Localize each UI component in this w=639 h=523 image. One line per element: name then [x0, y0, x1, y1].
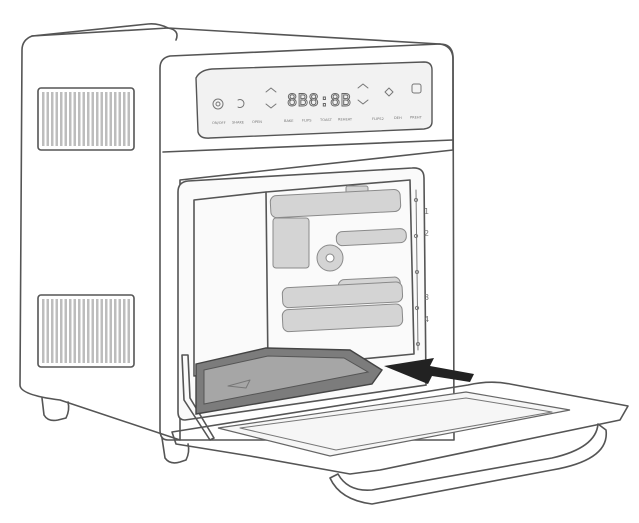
start-button[interactable] — [411, 83, 422, 94]
rack-dot-3 — [414, 269, 420, 275]
vent-stripe — [118, 299, 121, 363]
rack-level-number: 1 — [424, 207, 429, 216]
vent-stripe — [127, 92, 130, 146]
vent-stripe — [78, 92, 81, 146]
vent-stripe — [51, 92, 54, 146]
vent-stripe — [42, 299, 45, 363]
vent-stripe — [82, 299, 85, 363]
control-panel — [195, 61, 433, 139]
vent-stripe — [46, 299, 49, 363]
rack-level-number: 2 — [424, 229, 429, 238]
fan-hub — [325, 253, 335, 263]
oven-door[interactable] — [171, 381, 629, 475]
button-label: SHAKE — [232, 120, 245, 124]
rack-dot-2 — [413, 233, 419, 239]
door-glass — [217, 391, 571, 457]
left-door-hinge — [181, 354, 215, 441]
rack-dot-4 — [414, 305, 420, 311]
panel-bottom-bevel — [162, 139, 454, 153]
heater-cover-1 — [269, 189, 402, 219]
vent-stripe — [105, 92, 108, 146]
vent-stripe — [64, 299, 67, 363]
drip-tray-inner — [203, 355, 370, 405]
heater-cover-5 — [281, 303, 404, 333]
power-button[interactable] — [212, 98, 224, 110]
vent-stripe — [73, 92, 76, 146]
temp-up-icon[interactable] — [265, 87, 277, 93]
vent-stripe — [42, 92, 45, 146]
button-label: FLIPS2 — [372, 117, 384, 121]
vent-stripe — [118, 92, 121, 146]
time-up-icon[interactable] — [357, 83, 369, 89]
heater-cover-2 — [335, 228, 407, 247]
vent-stripe — [82, 92, 85, 146]
button-label: OPEN — [252, 120, 262, 124]
vent-stripe — [73, 299, 76, 363]
vent-stripe — [60, 92, 63, 146]
vent-stripe — [109, 299, 112, 363]
power-icon-dot — [215, 101, 221, 107]
door-glass-inner — [239, 397, 553, 451]
time-down-icon[interactable] — [357, 99, 369, 105]
digital-display: 8B8:8B — [287, 91, 351, 111]
vent-stripe — [60, 299, 63, 363]
rack-dot-5 — [415, 341, 421, 347]
vent-stripe — [123, 299, 126, 363]
vent-stripe — [46, 92, 49, 146]
button-label: TOAST — [319, 118, 333, 122]
vent-stripe — [78, 299, 81, 363]
oven-top-edge — [31, 27, 178, 41]
vent-stripe — [69, 92, 72, 146]
button-label: ON/OFF — [212, 121, 226, 125]
side-vent-lower — [37, 294, 135, 368]
vent-stripe — [91, 92, 94, 146]
rack-level-markers: 1 2 3 4 — [424, 207, 429, 324]
temp-down-icon[interactable] — [265, 103, 277, 109]
vent-stripe — [91, 299, 94, 363]
vent-stripe — [114, 92, 117, 146]
side-panel-square — [272, 217, 310, 269]
rack-level-number: 3 — [424, 293, 429, 302]
side-vent-upper — [37, 87, 135, 151]
heater-cover-4 — [281, 281, 404, 309]
button-label: DEH — [394, 116, 402, 120]
vent-stripe — [100, 92, 103, 146]
door-handle[interactable] — [329, 423, 607, 505]
vent-stripe — [87, 299, 90, 363]
tray-fold-mark — [227, 379, 251, 389]
oven-front-frame — [159, 43, 455, 441]
vent-stripe — [109, 92, 112, 146]
vent-stripe — [51, 299, 54, 363]
vent-stripe — [69, 299, 72, 363]
insert-direction-arrow — [384, 358, 474, 384]
vent-stripe — [96, 299, 99, 363]
rear-foot — [41, 397, 70, 422]
vent-stripe — [96, 92, 99, 146]
vent-stripe — [64, 92, 67, 146]
button-labels: ON/OFF SHAKE OPEN BAKE FLIPS TOAST REHEAT FLIPS… — [212, 116, 423, 125]
vent-stripe — [123, 92, 126, 146]
vent-stripe — [55, 299, 58, 363]
button-label: PREHT — [410, 116, 423, 120]
vent-stripe — [55, 92, 58, 146]
vent-stripe — [127, 299, 130, 363]
cavity-left-wall-edge — [265, 191, 269, 369]
light-icon[interactable] — [384, 87, 394, 97]
rack-dot-1 — [413, 197, 419, 203]
vent-stripe — [100, 299, 103, 363]
button-label: BAKE — [284, 119, 294, 123]
vent-stripe — [114, 299, 117, 363]
vent-stripe — [105, 299, 108, 363]
rotate-icon[interactable] — [237, 99, 245, 108]
button-label: FLIPS — [302, 119, 312, 123]
button-label: REHEAT — [338, 117, 353, 121]
vent-stripe — [87, 92, 90, 146]
rack-level-number: 4 — [424, 315, 429, 324]
front-foot — [161, 437, 190, 464]
